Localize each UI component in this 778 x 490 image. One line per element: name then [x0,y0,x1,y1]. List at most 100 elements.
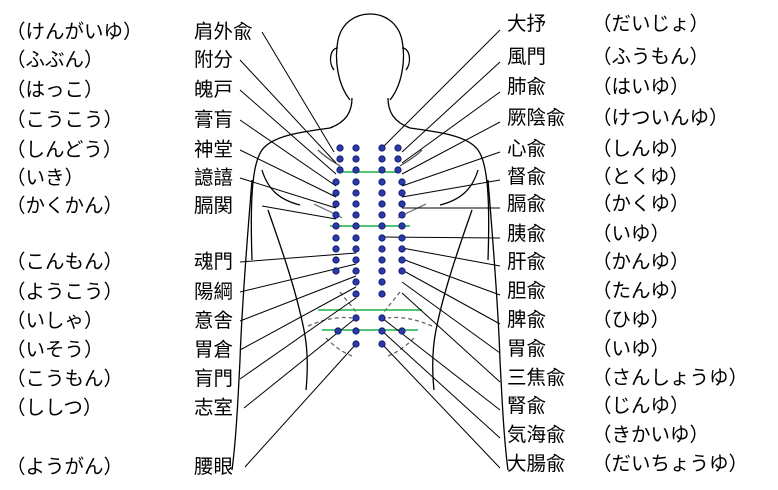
acupoint-dot [332,234,340,242]
left-reading-10: （いそう） [6,338,104,361]
right-ear [401,47,411,71]
right-reading-13: （じんゆ） [592,394,690,417]
left-name-13: 腰眼 [194,455,234,478]
left-reading-9: （いしゃ） [6,309,104,332]
left-reading-8: （ようこう） [6,280,124,303]
acupoint-dot [332,245,340,253]
acupoint-dot [332,222,340,230]
leader-line [401,292,501,383]
right-name-11: 胃兪 [507,337,547,360]
acupoint-dot [332,189,340,197]
acupoint-dot [378,314,386,322]
acupoint-dot [398,256,406,264]
acupoint-dot [398,234,406,242]
acupoint-dot [394,144,402,152]
right-name-5: 督兪 [507,165,547,188]
left-name-1: 附分 [194,48,234,71]
right-name-15: 大腸兪 [507,452,566,475]
left-reading-13: （ようがん） [6,455,124,478]
left-shoulder [250,127,331,261]
left-reading-1: （ふぶん） [6,48,104,71]
leader-line [381,330,501,439]
acupoint-dot [352,234,360,242]
leader-line [261,205,337,220]
acupoint-dot [378,267,386,275]
acupoint-dot [378,245,386,253]
left-armpit [261,169,301,206]
right-name-1: 風門 [507,45,547,68]
leader-line [401,281,501,354]
right-name-10: 脾兪 [507,308,547,331]
acupoint-dot [378,256,386,264]
leader-line [239,297,357,380]
acupoint-dot [352,327,360,335]
right-reading-3: （けついんゆ） [592,106,729,129]
leader-line [239,263,357,293]
leader-line [401,91,501,164]
acupoint-dot [332,200,340,208]
leader-line [239,119,337,187]
leader-line [239,149,337,198]
left-reading-6: （かくかん） [6,194,124,217]
left-reading-0: （けんがいゆ） [6,20,143,43]
right-name-7: 胰兪 [507,222,547,245]
acupoint-dot [336,166,344,174]
right-torso-side [432,209,473,391]
acupoint-dot [352,340,360,348]
right-lower-rib [383,291,401,313]
acupoint-dot [378,144,386,152]
acupoint-dot [378,200,386,208]
acupoint-dot [352,278,360,286]
acupoint-dot [398,245,406,253]
right-reading-7: （いゆ） [592,222,671,245]
right-name-9: 胆兪 [507,279,547,302]
right-reading-15: （だいちょうゆ） [592,452,749,475]
right-reading-2: （はいゆ） [592,75,690,98]
right-name-14: 気海兪 [507,423,566,446]
acupoint-dot [352,166,360,174]
right-reading-0: （だいじょ） [592,12,710,35]
acupoint-dot [352,314,360,322]
left-name-3: 膏肓 [194,108,234,131]
acupoint-dot [332,267,340,275]
left-name-9: 意舎 [194,309,234,332]
acupoint-dot [352,222,360,230]
left-name-8: 陽綱 [194,280,234,303]
right-reading-9: （たんゆ） [592,279,690,302]
right-name-12: 三焦兪 [507,366,566,389]
acupoints [332,144,406,348]
right-hip [387,337,415,357]
acupoint-dot [336,144,344,152]
right-name-4: 心兪 [507,137,547,160]
right-shoulder [409,127,490,261]
leader-line [239,59,337,164]
acupoint-dot [332,178,340,186]
leader-line [239,252,357,263]
acupoint-dot [332,256,340,264]
leader-line [401,258,501,296]
left-name-6: 膈関 [194,194,234,217]
left-arm [231,179,253,471]
right-reading-1: （ふうもん） [592,45,710,68]
leader-line [401,121,501,175]
body-outline [231,13,509,471]
leader-line [381,343,501,469]
acupoint-dot [378,155,386,163]
right-reading-10: （ひゆ） [592,308,671,331]
leader-line [239,89,337,175]
leader-line [401,269,501,325]
leader-line [239,275,357,322]
right-iliac-crest [387,316,433,327]
acupoint-dot [352,211,360,219]
right-name-13: 腎兪 [507,394,547,417]
acupoint-dot [378,189,386,197]
acupoint-dot [332,211,340,219]
left-name-5: 譩譆 [194,166,234,189]
acupoint-dot [378,222,386,230]
left-name-11: 肓門 [194,367,234,390]
right-name-6: 膈兪 [507,192,547,215]
acupoint-dot [352,144,360,152]
acupoint-dot [378,290,386,298]
left-torso-side [267,209,308,391]
